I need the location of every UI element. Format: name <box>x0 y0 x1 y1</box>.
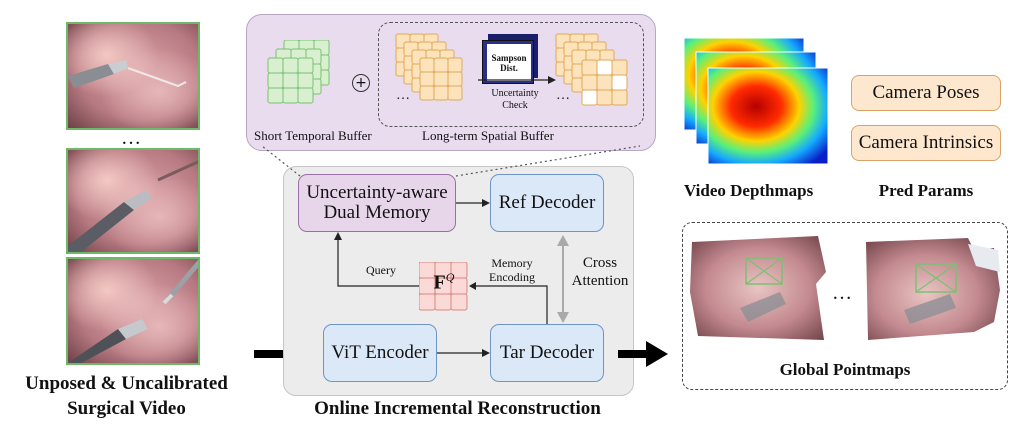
buffer-ellipsis-left: … <box>396 88 410 103</box>
sampson-label-line2: Dist. <box>500 63 518 73</box>
ref-decoder-label: Ref Decoder <box>498 192 596 214</box>
fq-superscript: Q <box>445 270 455 284</box>
pipeline-caption: Online Incremental Reconstruction <box>314 398 601 419</box>
surgical-tool-icon <box>68 60 187 88</box>
surgical-tool-icon <box>68 160 198 252</box>
camera-poses-box: Camera Poses <box>851 75 1001 111</box>
camera-intrinsics-label: Camera Intrinsics <box>858 132 994 154</box>
video-frame-1 <box>66 22 200 130</box>
uncertainty-check-line2: Check <box>502 100 528 111</box>
plus-icon: + <box>352 74 370 92</box>
sampson-card: Sampson Dist. <box>482 40 534 84</box>
memory-encoding-line2: Encoding <box>489 270 535 284</box>
buffer-ellipsis-right: … <box>556 88 570 103</box>
depthmap-stack <box>684 38 829 165</box>
tar-decoder-label: Tar Decoder <box>499 342 595 364</box>
pointmaps-caption: Global Pointmaps <box>779 360 911 379</box>
pointmap-ellipsis: … <box>832 282 852 304</box>
sampson-label-line1: Sampson <box>491 53 527 63</box>
video-frame-2 <box>66 148 200 254</box>
dual-memory-line1: Uncertainty-aware <box>306 182 448 204</box>
vit-encoder-box: ViT Encoder <box>323 324 437 382</box>
tar-decoder-box: Tar Decoder <box>490 324 604 382</box>
long-term-buffer-outline <box>378 22 644 127</box>
cross-attention-line1: Cross <box>582 255 618 271</box>
query-feature-symbol: FQ <box>419 270 469 295</box>
long-term-spatial-buffer-label: Long-term Spatial Buffer <box>422 128 554 143</box>
pointmap-right <box>866 238 1000 340</box>
uncertainty-check-line1: Uncertainty <box>491 88 539 99</box>
frame-ellipsis: … <box>121 127 141 149</box>
input-caption-line1: Unposed & Uncalibrated <box>25 373 228 394</box>
updated-long-term-buffer-grid <box>555 33 628 106</box>
query-feature-grid <box>419 262 468 311</box>
uncertainty-check-arrow-icon <box>478 76 556 84</box>
memory-encoding-line1: Memory <box>491 256 533 270</box>
input-caption-line2: Surgical Video <box>67 398 186 419</box>
depthmaps-caption: Video Depthmaps <box>684 181 814 200</box>
pred-params-caption: Pred Params <box>878 181 974 200</box>
short-temporal-buffer-label: Short Temporal Buffer <box>254 128 372 143</box>
vit-encoder-label: ViT Encoder <box>331 342 429 364</box>
plus-symbol: + <box>355 75 367 91</box>
fq-main: F <box>433 271 446 294</box>
camera-poses-label: Camera Poses <box>872 82 980 104</box>
sampson-card-inner <box>487 44 531 81</box>
dual-memory-line2: Dual Memory <box>323 202 431 223</box>
ref-decoder-box: Ref Decoder <box>490 174 604 232</box>
query-label: Query <box>366 263 396 277</box>
video-frame-3 <box>66 257 200 365</box>
surgical-tissue-image <box>68 259 198 363</box>
dual-memory-box: Uncertainty-aware Dual Memory <box>298 174 456 232</box>
surgical-tool-icon <box>68 259 198 363</box>
pointmap-left <box>690 236 826 340</box>
output-arrow-icon <box>618 341 668 367</box>
camera-intrinsics-box: Camera Intrinsics <box>851 125 1001 161</box>
pointmaps-outline <box>682 222 1008 390</box>
long-term-buffer-grid <box>395 33 463 101</box>
short-temporal-buffer-grid <box>267 40 330 104</box>
cross-attention-line2: Attention <box>571 273 629 289</box>
